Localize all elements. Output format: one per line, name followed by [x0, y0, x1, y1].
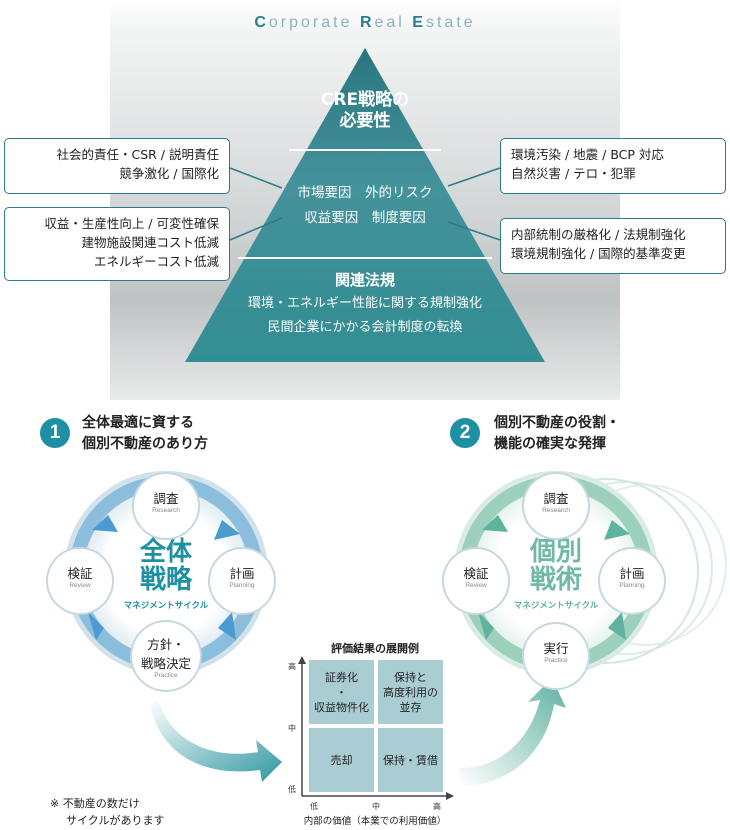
pyramid-top-text: CRE戦略の 必要性 [320, 90, 410, 131]
matrix-y-low: 低 [288, 785, 296, 794]
section-1-number: 1 [40, 418, 70, 448]
pyramid-bottom-text: 関連法規 環境・エネルギー性能に関する規制強化 民間企業にかかる会計制度の転換 [247, 271, 482, 335]
matrix-x-axis-label: 内部の価値（本業での利用価値） [303, 816, 447, 827]
matrix-y-mid: 中 [288, 724, 296, 733]
matrix-x-mid: 中 [372, 802, 380, 811]
matrix-cell-hold-and-utilize: 保持と高度利用の並存 [378, 660, 443, 724]
matrix-title: 評価結果の展開例 [331, 642, 419, 655]
cycle-2-center-title: 個別戦術 [529, 537, 582, 595]
matrix-cell-hold-lease: 保持・賃借 [378, 728, 443, 792]
section-2-number: 2 [450, 418, 480, 448]
callout-right-top: 環境汚染 / 地震 / BCP 対応自然災害 / テロ・犯罪 [500, 138, 726, 194]
callout-right-bottom: 内部統制の厳格化 / 法規制強化環境規制強化 / 国際的基準変更 [500, 218, 726, 274]
cycle-2-center-subtitle: マネジメントサイクル [513, 601, 599, 611]
cycle-1-center-title: 全体戦略 [139, 537, 192, 595]
callout-left-bottom: 収益・生産性向上 / 可変性確保建物施設関連コスト低減エネルギーコスト低減 [4, 207, 230, 281]
section-2-heading: 個別不動産の役割・機能の確実な発揮 [494, 415, 620, 452]
matrix-x-high: 高 [433, 802, 441, 811]
matrix-x-low: 低 [310, 802, 318, 811]
matrix-cell-sell: 売却 [309, 728, 374, 792]
page-title: Corporate Real Estate [254, 14, 476, 31]
matrix-y-high: 高 [288, 662, 296, 671]
section-1-heading: 全体最適に資する個別不動産のあり方 [82, 415, 208, 452]
callout-left-top: 社会的責任・CSR / 説明責任競争激化 / 国際化 [4, 138, 230, 194]
footnote: ※ 不動産の数だけ サイクルがあります [50, 797, 165, 827]
matrix-cell-securitize: 証券化・収益物件化 [309, 660, 374, 724]
pyramid-middle-text: 市場要因 外的リスク 収益要因 制度要因 [297, 185, 433, 226]
cycle-1-center-subtitle: マネジメントサイクル [123, 601, 209, 611]
